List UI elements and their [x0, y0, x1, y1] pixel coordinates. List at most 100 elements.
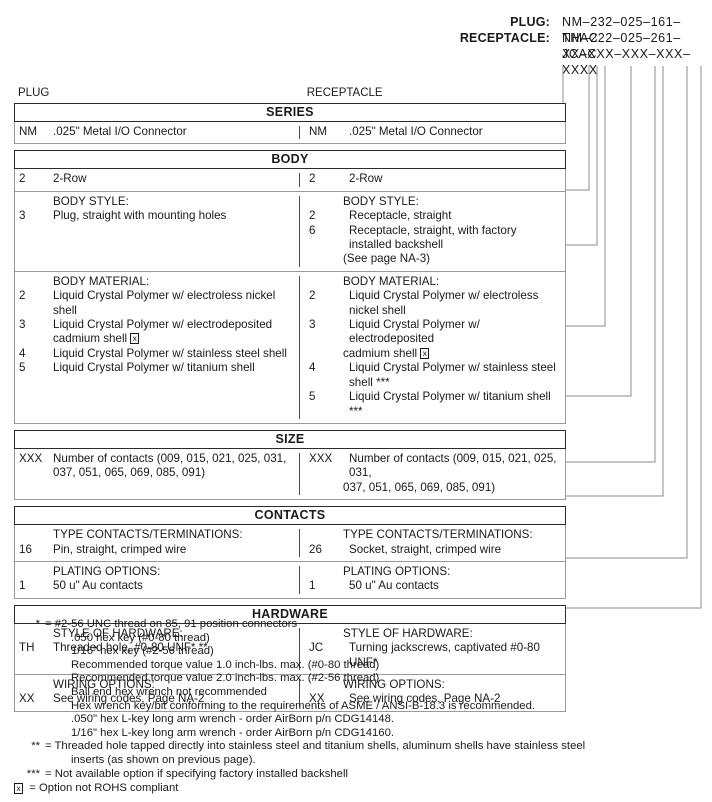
- rohs-box-icon: x: [130, 333, 140, 345]
- column-headers: PLUG RECEPTACLE: [14, 86, 566, 101]
- cell-caption: PLATING OPTIONS:: [343, 564, 451, 578]
- option-description: .025" Metal I/O Connector: [53, 125, 187, 138]
- option-code: 3: [19, 318, 26, 332]
- option-description: Number of contacts (009, 015, 021, 025, …: [53, 451, 287, 465]
- footnote-sub-line: .050 hex key (#0-80 thread): [71, 631, 210, 644]
- cell-caption: STYLE OF HARDWARE:: [53, 626, 183, 640]
- cell-caption: PLATING OPTIONS:: [53, 564, 161, 578]
- option-description: Socket, straight, crimped wire: [349, 542, 502, 556]
- cell-caption: BODY STYLE:: [343, 194, 419, 208]
- cell-caption: STYLE OF HARDWARE:: [343, 626, 473, 640]
- option-description: Threaded hole, #0-80 UNF* **: [53, 641, 208, 655]
- continued-text: cadmium shell: [53, 332, 128, 346]
- option-code: 5: [19, 361, 26, 375]
- option-description: Plug, straight with mounting holes: [53, 209, 227, 223]
- part-number-mask: XX–XXX–XXX–XXX–XXXX: [562, 47, 691, 77]
- section-body-hardware: STYLE OF HARDWARE: TH Threaded hole, #0-80…: [14, 623, 566, 712]
- footnote-marker: *: [35, 618, 40, 630]
- column-header-receptacle: RECEPTACLE: [306, 87, 383, 99]
- option-description: Liquid Crystal Polymer w/ electroless ni…: [53, 289, 276, 317]
- option-code: 26: [309, 542, 322, 556]
- option-description-continued: 037, 051, 065, 069, 085, 091): [299, 481, 565, 495]
- option-description: Receptacle, straight, with factory insta…: [349, 223, 517, 252]
- option-description: Receptacle, straight: [349, 209, 452, 223]
- option-description: Liquid Crystal Polymer w/ electrodeposit…: [53, 318, 273, 332]
- footnote-sub-line: 1/16" hex key (#2-56 thread): [71, 645, 214, 658]
- footnote-row: **= Threaded hole tapped directly into s…: [14, 740, 704, 754]
- footnote-text: = Not available option if specifying fac…: [45, 767, 348, 780]
- option-code: XX: [309, 692, 325, 706]
- cell-caption: TYPE CONTACTS/TERMINATIONS:: [53, 528, 243, 542]
- option-row: XXX Number of contacts (009, 015, 021, 02…: [15, 449, 565, 499]
- part-number-block: PLUG: NM–232–025–161–THAC RECEPTACLE: NM…: [430, 14, 710, 77]
- option-line: XXX Number of contacts (009, 015, 021, 02…: [15, 452, 299, 466]
- footnote-text: = #2-56 UNC thread on 85, 91 position co…: [45, 618, 298, 630]
- option-description-continued: 037, 051, 065, 069, 085, 091): [15, 466, 299, 480]
- option-description: Liquid Crystal Polymer w/ stainless stee…: [349, 361, 556, 389]
- continued-text: cadmium shell: [343, 346, 418, 360]
- rohs-box-icon: x: [420, 347, 430, 359]
- option-line: 3 Liquid Crystal Polymer w/ electrodeposi…: [15, 318, 299, 332]
- footnote-row: ***= Not available option if specifying …: [14, 768, 704, 782]
- option-description: Liquid Crystal Polymer w/ electroless ni…: [349, 289, 539, 317]
- rohs-box-icon: x: [14, 783, 24, 795]
- option-code: 16: [19, 542, 32, 556]
- section-band-series: SERIES: [14, 103, 566, 122]
- plug-part-number: NM–232–025–161–THAC: [562, 15, 681, 45]
- option-description: Liquid Crystal Polymer w/ stainless stee…: [53, 346, 287, 360]
- option-line: XX See wiring codes, Page NA-2: [15, 692, 299, 706]
- section-band-hardware: HARDWARE: [14, 604, 566, 624]
- option-code: 5: [309, 390, 316, 404]
- option-code: XX: [19, 692, 35, 706]
- option-code: 2: [309, 172, 316, 186]
- option-code: XXX: [19, 451, 43, 465]
- option-code: 2: [19, 172, 26, 186]
- option-code: 2: [309, 289, 316, 303]
- footnote-text: = Threaded hole tapped directly into sta…: [45, 740, 586, 753]
- option-code: XXX: [309, 451, 333, 465]
- option-code: 1: [309, 579, 316, 593]
- cell-caption: WIRING OPTIONS:: [53, 677, 155, 691]
- option-description: 2-Row: [349, 172, 383, 186]
- option-row: STYLE OF HARDWARE: TH Threaded hole, #0-80…: [15, 624, 565, 674]
- receptacle-cell: NM.025" Metal I/O Connector: [299, 122, 565, 143]
- section-body-size: XXX Number of contacts (009, 015, 021, 02…: [14, 448, 566, 501]
- option-line: 26 Socket, straight, crimped wire: [299, 543, 565, 557]
- plug-cell: STYLE OF HARDWARE: TH Threaded hole, #0-80…: [15, 624, 299, 674]
- option-description: 50 u" Au contacts: [53, 579, 143, 593]
- continued-text: 037, 051, 065, 069, 085, 091): [53, 466, 206, 480]
- receptacle-cell: PLATING OPTIONS: 1 50 u" Au contacts: [299, 562, 565, 598]
- option-description: 50 u" Au contacts: [349, 579, 439, 593]
- plug-label: PLUG:: [510, 15, 550, 29]
- cell-caption: TYPE CONTACTS/TERMINATIONS:: [343, 528, 533, 542]
- option-description: See wiring codes, Page NA-2: [53, 692, 205, 706]
- option-code: 4: [19, 346, 26, 360]
- option-line: TH Threaded hole, #0-80 UNF* **: [15, 641, 299, 655]
- receptacle-part-number-row: RECEPTACLE: NM–222–025–261–JCAC: [430, 30, 710, 61]
- option-line: 4 Liquid Crystal Polymer w/ stainless ste…: [15, 347, 299, 361]
- option-code: TH: [19, 641, 35, 655]
